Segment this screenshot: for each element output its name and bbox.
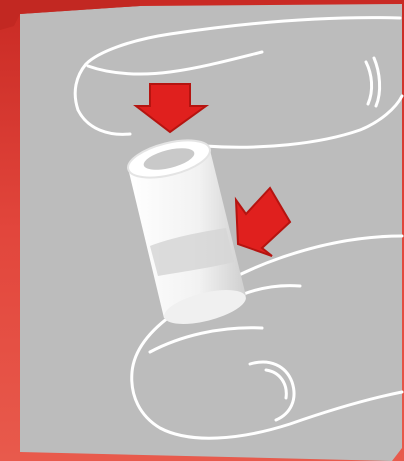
- illustration-canvas: [0, 0, 404, 461]
- illustration-figure: [0, 0, 404, 461]
